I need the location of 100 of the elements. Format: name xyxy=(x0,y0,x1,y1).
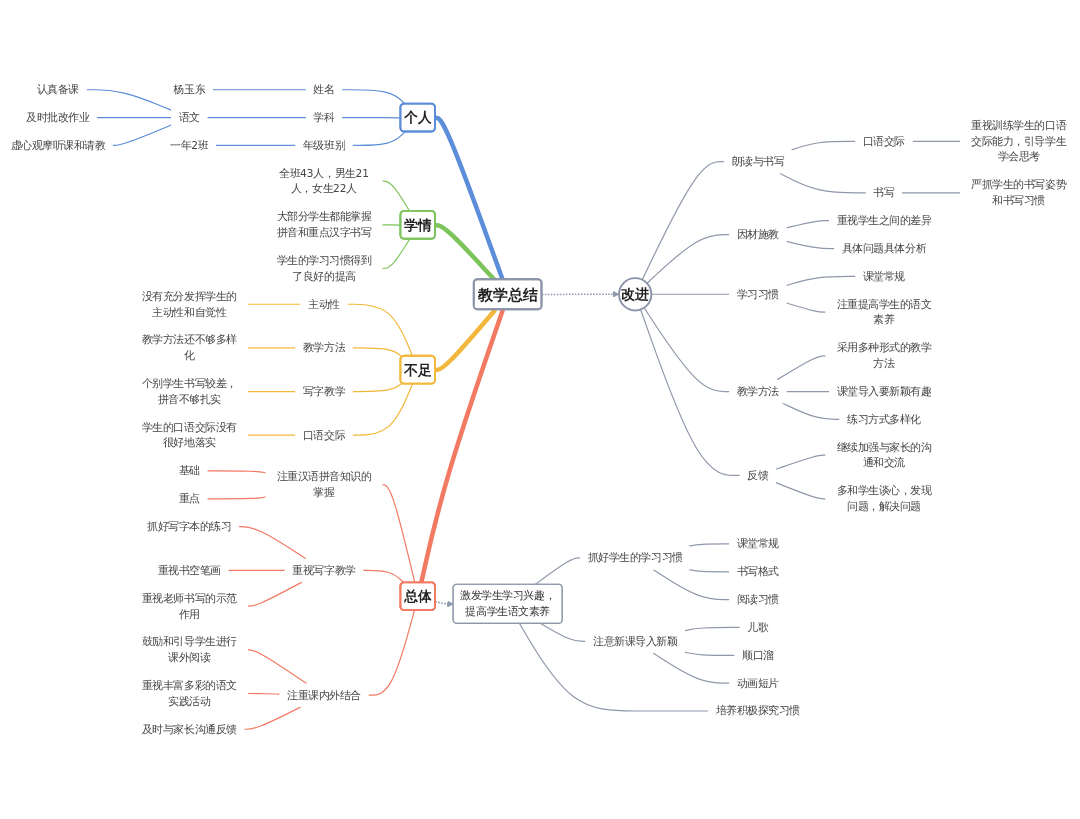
node-text: 及时与家长沟通反馈 xyxy=(141,722,237,735)
connector xyxy=(785,220,830,229)
node-text: 学习习惯 xyxy=(736,287,779,300)
node-text: 课堂常规 xyxy=(736,537,779,550)
connector xyxy=(243,706,302,730)
node-text: 继续加强与家长的沟通和交流 xyxy=(836,440,932,469)
connector xyxy=(684,651,736,656)
node-text: 抓好学生的学习习惯 xyxy=(587,551,683,564)
connector xyxy=(684,626,741,632)
connector xyxy=(791,140,856,151)
connector xyxy=(776,355,827,381)
node-text: 重视写字教学 xyxy=(292,564,356,577)
arrow xyxy=(541,290,620,298)
connector xyxy=(381,238,411,270)
connector xyxy=(641,161,725,281)
connector xyxy=(247,581,303,607)
connector xyxy=(652,652,730,684)
node-text: 全班43人，男生21人，女生22人 xyxy=(278,166,370,195)
connector xyxy=(911,140,961,142)
node-text: 抓好写字本的练习 xyxy=(147,520,232,533)
connector xyxy=(247,390,296,393)
node-text: 主动性 xyxy=(308,297,340,310)
node-text: 认真备课 xyxy=(36,83,80,96)
node-text: 个别学生书写较差，拼音不够扎实 xyxy=(141,377,237,406)
connector xyxy=(652,568,730,601)
node-text: 没有充分发挥学生的主动性和自觉性 xyxy=(141,289,237,318)
connector xyxy=(785,302,827,313)
node-text: 大部分学生都能掌握拼音和重点汉字书写 xyxy=(276,210,372,239)
node-text: 动画短片 xyxy=(736,676,779,689)
node-text: 书写格式 xyxy=(736,565,779,578)
node-text: 重视丰富多彩的语文实践活动 xyxy=(141,679,237,708)
node-text: 儿歌 xyxy=(747,621,769,634)
node-text: 语文 xyxy=(178,111,200,124)
node-text: 教学方法 xyxy=(736,385,779,398)
node-text: 基础 xyxy=(178,464,200,477)
connector xyxy=(247,434,296,436)
connector xyxy=(779,172,867,194)
node-text: 年级班别 xyxy=(302,139,346,152)
connector xyxy=(206,496,267,500)
connector xyxy=(519,623,709,712)
connector xyxy=(688,568,730,573)
node-text: 虚心观摩听课和请教 xyxy=(10,139,106,152)
node-text: 重视学生之间的差异 xyxy=(836,214,932,227)
node-text: 注意新课导入新颖 xyxy=(593,635,678,648)
connector xyxy=(206,117,307,119)
node-text: 重视书空笔画 xyxy=(157,564,221,577)
node-text: 顺口溜 xyxy=(742,648,774,661)
node-text: 练习方式多样化 xyxy=(847,412,921,426)
node-text: 写字教学 xyxy=(302,385,346,398)
connector xyxy=(381,180,411,212)
node-text: 口语交际 xyxy=(302,428,346,441)
node-text: 采用多种形式的教学方法 xyxy=(836,341,932,370)
node-text: 学生的口语交际没有很好地落实 xyxy=(141,420,237,449)
node-text: 教学方法 xyxy=(302,341,346,354)
connector xyxy=(85,89,172,111)
node-text: 课堂常规 xyxy=(862,269,906,283)
node-text: 书写 xyxy=(873,186,895,199)
connector xyxy=(346,303,414,357)
connector xyxy=(352,382,403,393)
node-text: 注重汉语拼音知识的掌握 xyxy=(276,470,372,499)
connector xyxy=(643,307,730,393)
node-text: 教学方法还不够多样化 xyxy=(141,333,237,362)
connector xyxy=(206,470,267,474)
connector xyxy=(362,569,405,584)
node-text: 一年2班 xyxy=(170,139,209,152)
connector xyxy=(688,543,730,547)
node-text: 注重课内外结合 xyxy=(287,688,361,701)
node-text: 学生的学习习惯得到了良好的提高 xyxy=(276,254,372,283)
node-text: 重视训练学生的口语交际能力，引导学生学会思考 xyxy=(971,119,1067,163)
node-text: 因材施教 xyxy=(736,228,779,241)
connector xyxy=(367,609,415,696)
connector xyxy=(381,484,416,584)
node-text: 朗读与书写 xyxy=(731,155,785,168)
connector xyxy=(247,303,302,305)
connector xyxy=(96,117,172,119)
connector xyxy=(112,124,172,147)
connector xyxy=(785,390,830,393)
node-text: 课堂导入要新颖有趣 xyxy=(836,385,932,398)
connector xyxy=(775,454,827,470)
connector xyxy=(212,89,307,91)
node-text: 学科 xyxy=(313,111,335,124)
connector xyxy=(352,347,403,358)
node-text: 及时批改作业 xyxy=(26,111,90,124)
node-text: 注重提高学生的语文素养 xyxy=(836,297,932,326)
connector xyxy=(775,482,827,500)
node-text: 口语交际 xyxy=(862,134,906,147)
node-text: 杨玉东 xyxy=(173,83,206,96)
connector xyxy=(640,308,741,477)
connector xyxy=(785,240,835,250)
connector xyxy=(238,526,307,560)
connector xyxy=(540,623,587,642)
node-text: 多和学生谈心，发现问题，解决问题 xyxy=(836,484,932,513)
connector xyxy=(227,569,286,572)
connector xyxy=(341,89,406,105)
node-text: 严抓学生的书写姿势和书写习惯 xyxy=(971,178,1067,207)
connector xyxy=(781,402,841,420)
connector xyxy=(247,649,308,685)
connector xyxy=(785,275,856,287)
node-text: 反馈 xyxy=(747,469,769,482)
connector xyxy=(352,131,406,147)
